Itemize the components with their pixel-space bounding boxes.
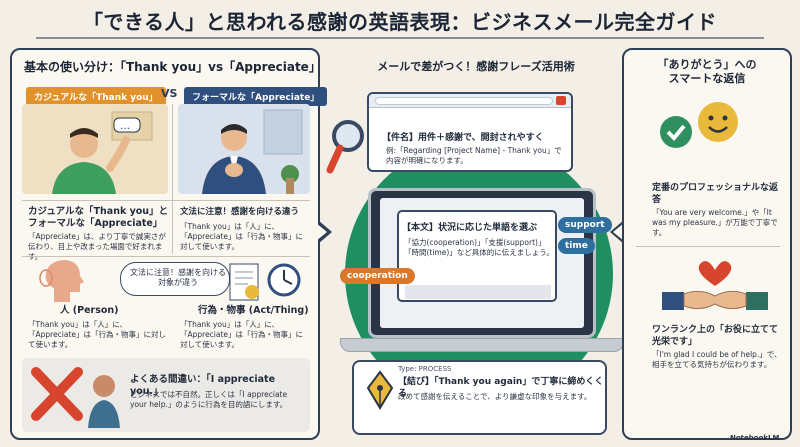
act-body: 「Thank you」は「人」に、「Appreciate」は「行為・物事」に対し…	[180, 320, 304, 349]
laptop-base	[340, 338, 624, 352]
formal-tag: フォーマルな「Appreciate」	[184, 87, 328, 106]
left-divider-top	[22, 200, 310, 201]
closing-type: Type: PROCESS	[398, 365, 452, 373]
reply2-body: 「I'm glad I could be of help.」で、相手を立てる気持…	[652, 350, 782, 369]
mistake-box	[22, 358, 310, 432]
cooperation-pill: cooperation	[340, 268, 415, 284]
mistake-body: ビジネスでは不自然。正しくは「I appreciate your help.」の…	[130, 390, 288, 409]
act-label: 行為・物事 (Act/Thing)	[198, 305, 309, 316]
formal-body: 「Thank you」は「人」に、「Appreciate」は「行為・物事」に対し…	[180, 222, 304, 251]
right-arrow	[610, 220, 624, 244]
reply2-heading: ワンランク上の「お役に立てて光栄です」	[652, 325, 779, 347]
closing-body: 改めて感謝を伝えることで、より謙虚な印象を与えます。	[398, 392, 592, 401]
reply1-body: 「You are very welcome.」や「It was my pleas…	[652, 208, 778, 237]
svg-text:…: …	[120, 121, 130, 132]
subject-heading: 【件名】用件＋感謝で、開封されやすく	[382, 133, 544, 143]
x-mark-icon	[31, 367, 83, 421]
body-placeholder-bar	[405, 285, 551, 299]
center-title: メールで差がつく！感謝フレーズ活用術	[377, 60, 575, 73]
subject-card	[367, 92, 573, 172]
closing-heading: 【結び】「Thank you again」で丁寧に締めくくる	[398, 377, 604, 399]
right-panel-title: 「ありがとう」への スマートな返信	[657, 58, 757, 85]
speech-bubble-icon	[113, 117, 141, 133]
title-divider	[36, 37, 764, 39]
notebooklm-logo: NotebookLM	[730, 434, 780, 442]
reply1-heading: 定番のプロフェッショナルな返答	[652, 183, 779, 205]
magnifier-icon	[326, 120, 364, 174]
right-divider	[636, 246, 780, 247]
smiley-bubble-icon	[698, 102, 738, 142]
clock-icon	[267, 263, 301, 297]
handshake-icon	[662, 290, 768, 310]
left-divider-bottom	[22, 256, 310, 257]
time-pill: time	[558, 238, 595, 254]
casual-heading: カジュアルな「Thank you」と フォーマルな「Appreciate」	[28, 206, 169, 229]
address-bar	[375, 97, 553, 105]
body-text: 「協力(cooperation)」「支援(support)」「時間(time)」…	[404, 238, 554, 257]
body-heading: 【本文】状況に応じた単語を選ぶ	[402, 223, 538, 233]
left-arrow	[316, 220, 332, 244]
casual-illustration: …	[22, 104, 168, 194]
support-pill: support	[558, 217, 612, 233]
mistake-heading: よくある間違い：「I appreciate you.」	[130, 374, 276, 397]
formal-illustration	[178, 104, 310, 194]
page-title: 「できる人」と思われる感謝の英語表現：ビジネスメール完全ガイド	[82, 10, 718, 34]
search-icon	[556, 96, 566, 105]
document-icon	[229, 263, 259, 301]
pen-nib-icon	[366, 370, 394, 410]
vs-label: VS	[161, 87, 178, 100]
formal-heading: 文法に注意！感謝を向ける違う	[180, 207, 300, 217]
closing-card	[352, 360, 607, 435]
casual-tag: カジュアルな「Thank you」	[26, 87, 166, 106]
head-icon	[39, 260, 84, 302]
person-body: 「Thank you」は「人」に、「Appreciate」は「行為・物事」に対し…	[28, 320, 167, 349]
subject-body: 例:「Regarding [Project Name] - Thank you」…	[386, 146, 562, 165]
left-divider-mid	[172, 104, 173, 254]
speech-bubble	[120, 262, 230, 296]
check-bubble-icon	[660, 116, 692, 148]
person-label: 人 (Person)	[60, 305, 119, 316]
heart-icon	[698, 261, 732, 286]
bubble-text: 文法に注意！感謝を向ける対象が違う	[130, 268, 226, 287]
left-panel-title: 基本の使い分け：「Thank you」vs「Appreciate」	[24, 60, 321, 74]
